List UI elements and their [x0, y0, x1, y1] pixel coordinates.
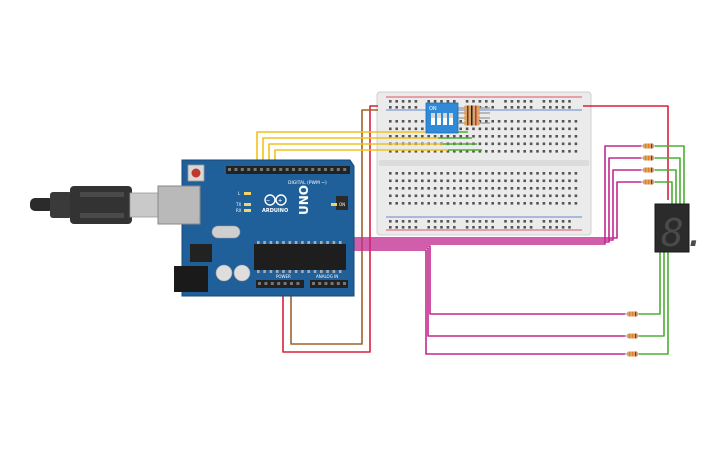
l-label: L: [238, 191, 241, 196]
power-label: POWER: [276, 274, 291, 279]
resistor[interactable]: [641, 143, 655, 149]
dip-switch[interactable]: ON: [425, 102, 459, 134]
resistor[interactable]: [641, 155, 655, 161]
breadboard-holes: [389, 100, 578, 229]
wire-green-r6[interactable]: [639, 252, 665, 337]
resistor[interactable]: [454, 120, 490, 126]
wire-red-display[interactable]: [583, 105, 669, 200]
resistor[interactable]: [625, 351, 639, 357]
seven-segment-display[interactable]: 8.: [654, 203, 707, 255]
display-resistors: [625, 143, 655, 357]
svg-text:−: −: [266, 198, 270, 204]
wire-brown-gnd[interactable]: [290, 109, 378, 345]
wires: [256, 105, 685, 355]
wire-green-r5[interactable]: [639, 252, 661, 315]
rx-label: RX: [236, 208, 242, 213]
resistor[interactable]: [454, 105, 490, 111]
arduino-brand: ARDUINO: [262, 208, 288, 214]
resistor[interactable]: [454, 110, 490, 116]
resistor[interactable]: [454, 115, 490, 121]
capacitor: [233, 264, 251, 282]
wire-red-5v[interactable]: [282, 105, 378, 353]
resistor[interactable]: [625, 333, 639, 339]
analog-label: ANALOG IN: [316, 274, 338, 279]
wire-green-r3[interactable]: [655, 169, 677, 204]
resistor[interactable]: [641, 167, 655, 173]
usb-jack: [157, 185, 201, 225]
resistor[interactable]: [641, 179, 655, 185]
seven-segment-digit: 8.: [661, 211, 707, 255]
digital-label: DIGITAL (PWM ~): [288, 180, 327, 186]
on-label: ON: [339, 202, 345, 207]
led-rx: [244, 209, 251, 212]
wire-green-r1[interactable]: [655, 145, 685, 204]
led-l: [244, 192, 251, 195]
led-on: [331, 203, 337, 206]
wire-green-r7[interactable]: [639, 252, 669, 355]
arduino-logo-icon: − +: [264, 194, 287, 206]
breadboard-resistors: [454, 105, 490, 126]
atmega-chip: [254, 244, 346, 270]
resistor[interactable]: [625, 311, 639, 317]
wire-green-r2[interactable]: [655, 157, 681, 204]
arduino-uno-board[interactable]: L TX RX ON DIGITAL (PWM ~) − + ARDUINO U…: [157, 159, 355, 297]
dip-switch-on-label: ON: [429, 106, 437, 112]
led-tx: [244, 203, 251, 206]
capacitor: [215, 264, 233, 282]
tx-label: TX: [235, 202, 241, 207]
uno-label: UNO: [297, 185, 311, 215]
wire-green-r4[interactable]: [655, 181, 673, 204]
power-jack: [174, 266, 208, 292]
usb-cable: [30, 186, 161, 224]
wire-yellow-1[interactable]: [256, 131, 433, 172]
analog-header: [310, 280, 348, 288]
svg-text:+: +: [278, 198, 282, 204]
